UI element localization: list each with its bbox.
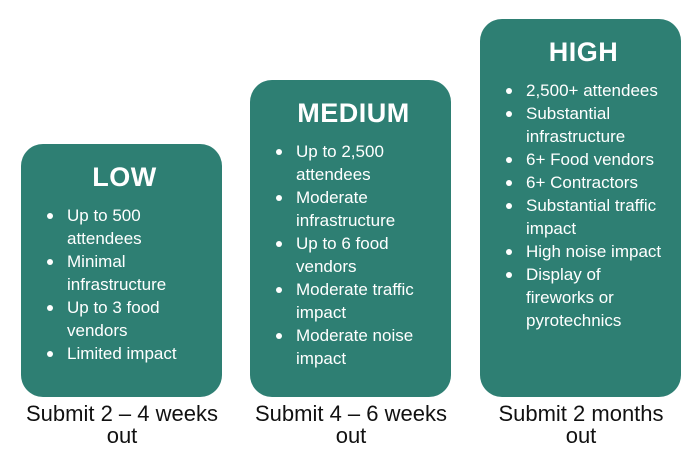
list-item: 2,500+ attendees: [500, 79, 667, 102]
list-item: Up to 3 food vendors: [41, 296, 208, 342]
list-item: Substantial traffic impact: [500, 194, 667, 240]
high-tier-title: HIGH: [548, 37, 619, 67]
list-item: Up to 6 food vendors: [270, 232, 437, 278]
high-tier-card: HIGH 2,500+ attendees Substantial infras…: [480, 19, 681, 397]
list-item: Display of fireworks or pyrotechnics: [500, 263, 667, 332]
low-tier-submit-deadline: Submit 2 – 4 weeks out: [26, 401, 218, 448]
list-item: Substantial infrastructure: [500, 102, 667, 148]
list-item: Up to 500 attendees: [41, 204, 208, 250]
high-tier-submit-deadline: Submit 2 months out: [498, 401, 664, 448]
low-tier-list: Up to 500 attendees Minimal infrastructu…: [41, 204, 208, 365]
list-item: Up to 2,500 attendees: [270, 140, 437, 186]
low-tier-card: LOW Up to 500 attendees Minimal infrastr…: [21, 144, 222, 397]
medium-tier-submit-deadline: Submit 4 – 6 weeks out: [255, 401, 447, 448]
list-item: 6+ Food vendors: [500, 148, 667, 171]
list-item: Moderate noise impact: [270, 324, 437, 370]
medium-tier-card: MEDIUM Up to 2,500 attendees Moderate in…: [250, 80, 451, 397]
medium-tier-title: MEDIUM: [297, 98, 410, 128]
list-item: Moderate traffic impact: [270, 278, 437, 324]
list-item: Moderate infrastructure: [270, 186, 437, 232]
list-item: Minimal infrastructure: [41, 250, 208, 296]
list-item: Limited impact: [41, 342, 208, 365]
medium-tier-list: Up to 2,500 attendees Moderate infrastru…: [270, 140, 437, 370]
high-tier-list: 2,500+ attendees Substantial infrastruct…: [500, 79, 667, 332]
low-tier-title: LOW: [92, 162, 157, 192]
list-item: 6+ Contractors: [500, 171, 667, 194]
list-item: High noise impact: [500, 240, 667, 263]
